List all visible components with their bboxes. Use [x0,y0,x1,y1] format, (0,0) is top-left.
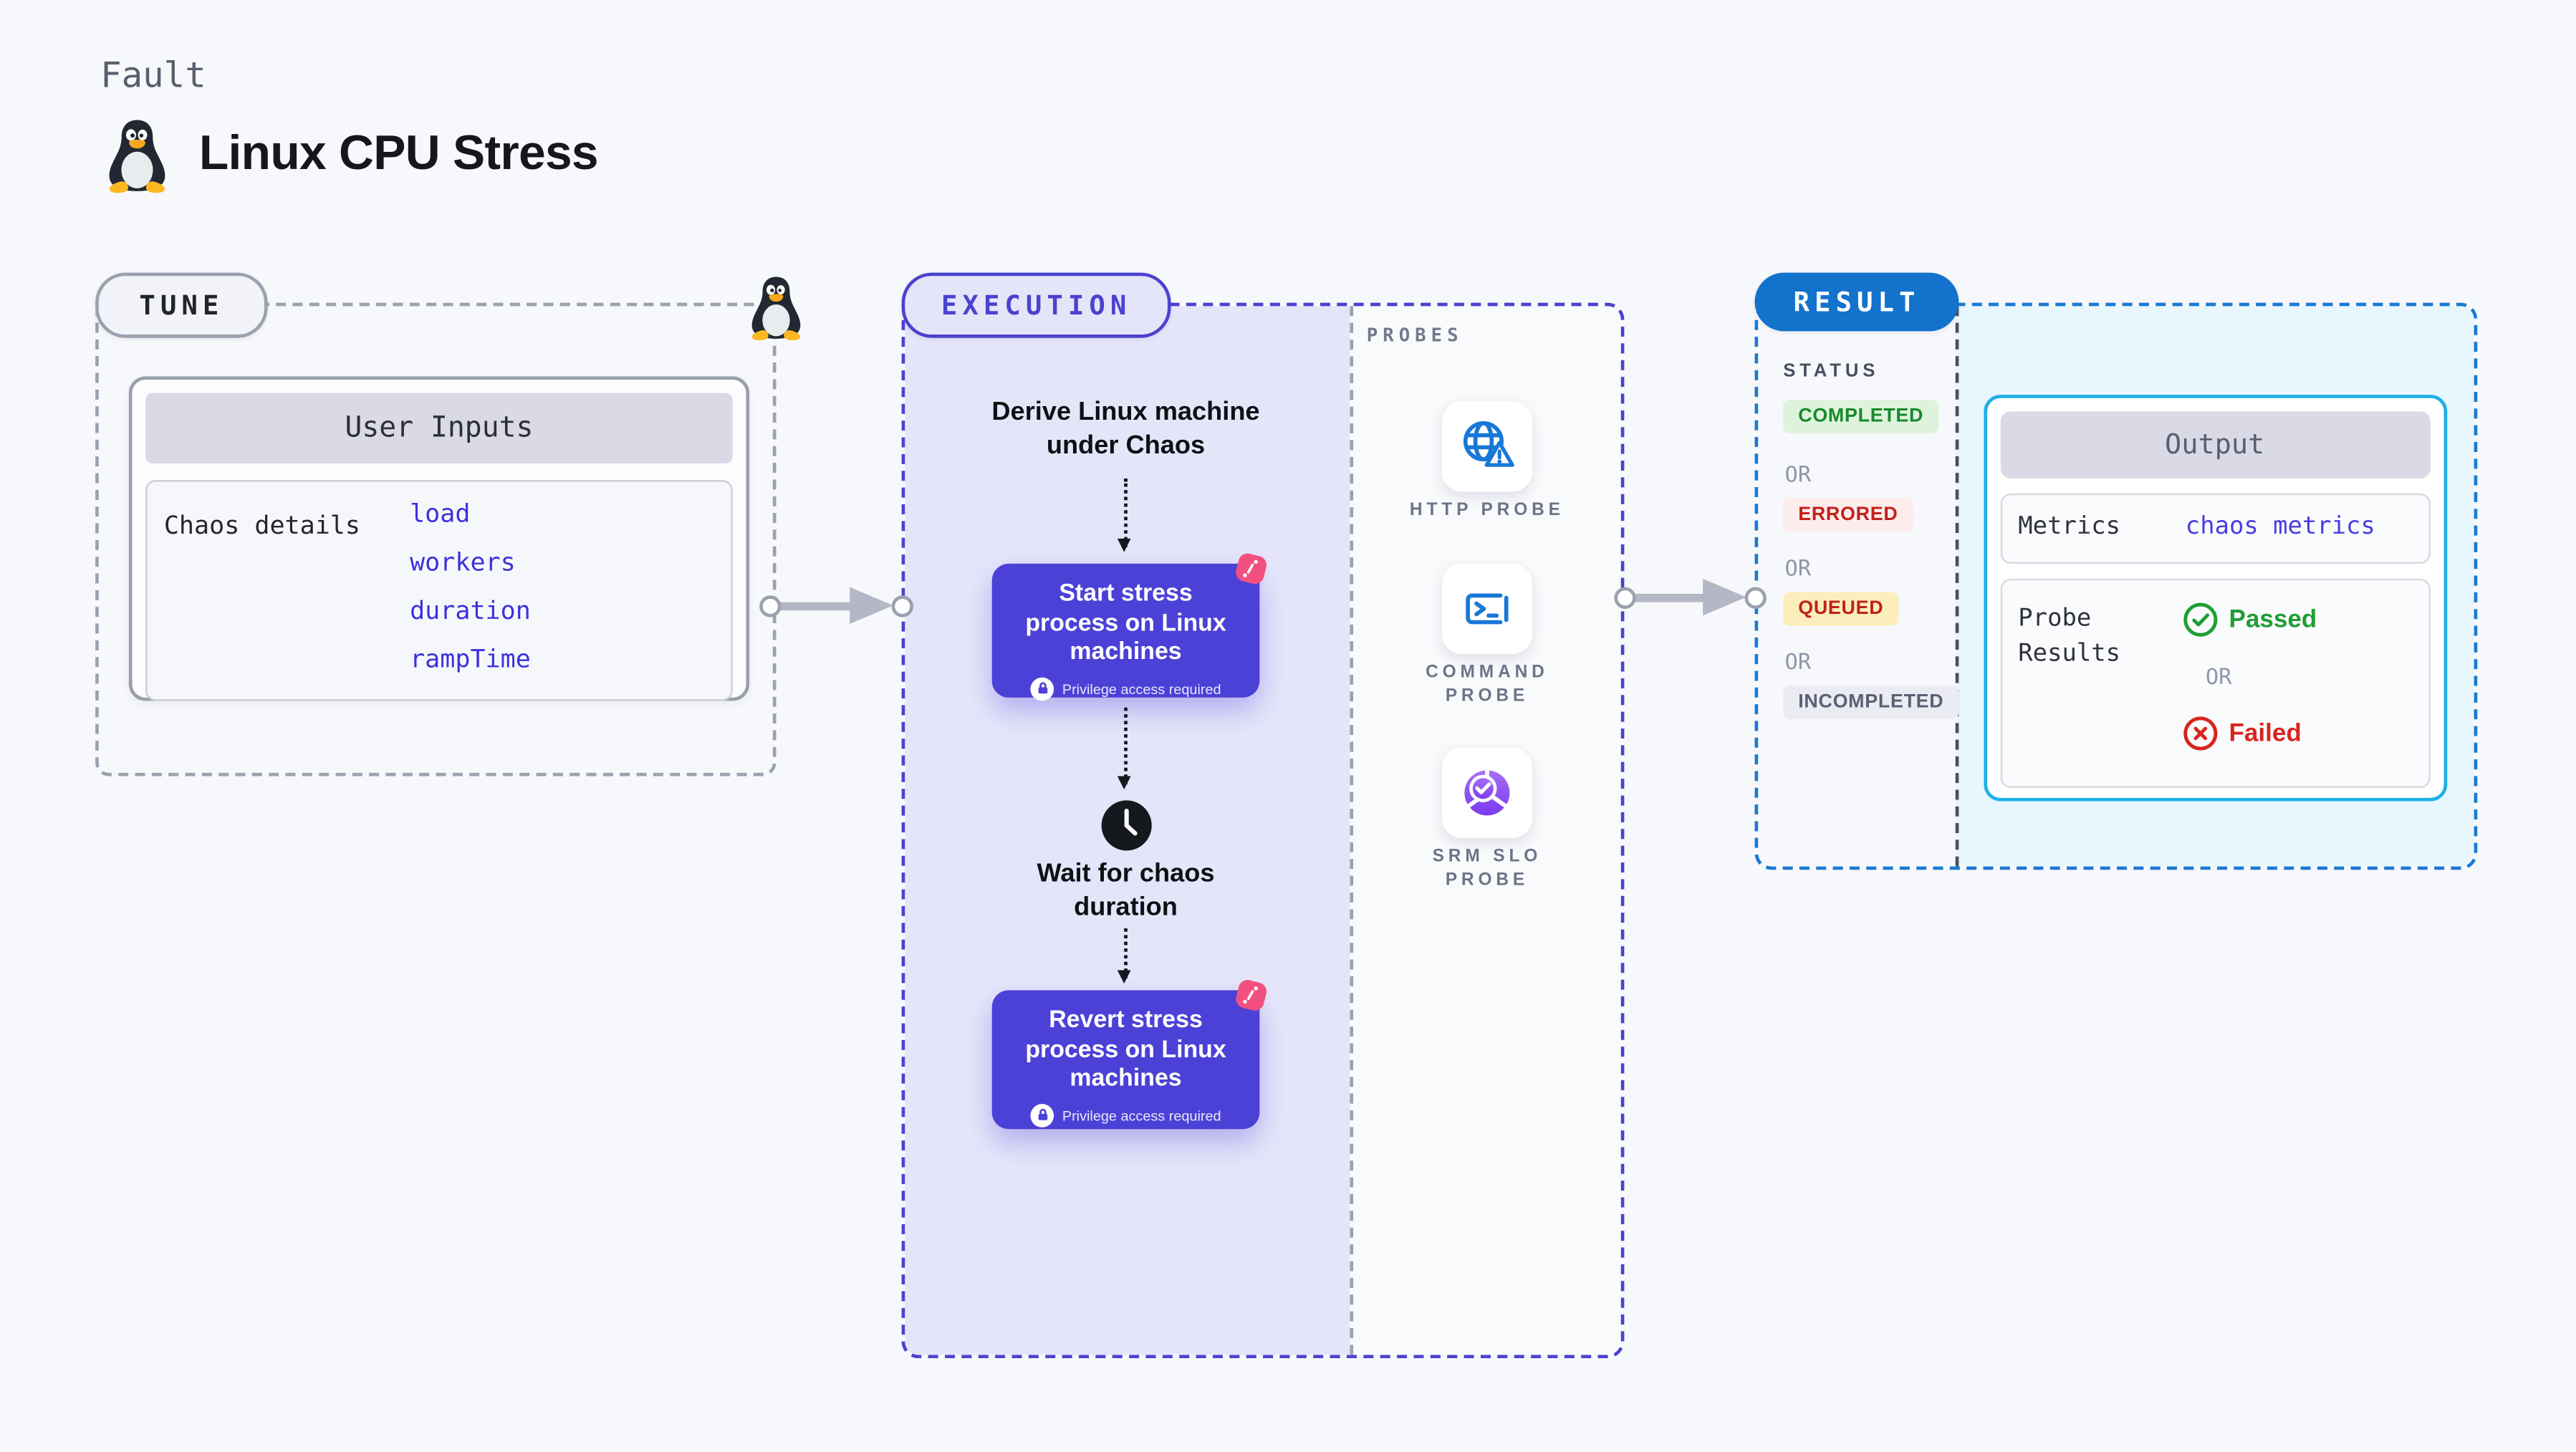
connector-port-dot [890,595,913,617]
status-title: STATUS [1783,361,1880,382]
execution-section-box: Derive Linux machine under Chaos Start s… [901,302,1625,1359]
metrics-row: Metrics chaos metrics [1999,492,2430,563]
revert-stress-step-title: Revert stress process on Linux machines [1025,1006,1226,1092]
or-separator: OR [1784,463,1812,489]
chaos-details-label: Chaos details [163,510,360,541]
srm-slo-probe-card[interactable] [1441,747,1532,838]
check-circle-icon [2183,602,2217,636]
tune-section-box [95,302,777,777]
globe-warning-icon [1463,420,1514,467]
or-separator: OR [2205,665,2232,691]
derive-step-label: Derive Linux machine under Chaos [991,398,1260,459]
or-separator: OR [1784,650,1812,676]
command-probe-card[interactable] [1441,563,1532,655]
http-probe-label: HTTP PROBE [1409,500,1565,521]
connector-port-dot [759,595,782,617]
lock-icon [1030,676,1054,701]
status-badge-errored: ERRORED [1783,498,1913,532]
flow-connector-line [774,601,867,610]
probe-result-failed: Failed [2182,715,2302,750]
arrowhead-icon [850,587,893,624]
revert-stress-step-node[interactable]: Revert stress process on Linux machines … [991,990,1260,1130]
status-badge-queued: QUEUED [1783,592,1899,626]
output-title: Output [1999,410,2430,478]
page-title: Linux CPU Stress [198,127,599,181]
arrowhead-icon [1703,578,1746,616]
chaos-metrics-link[interactable]: chaos metrics [2185,512,2375,540]
down-arrow-icon [1117,928,1131,984]
privilege-note: Privilege access required [1062,1106,1221,1124]
wait-step-label: Wait for chaos duration [1037,860,1215,921]
lock-icon [1030,1102,1054,1127]
input-link-workers[interactable]: workers [410,547,516,577]
probes-title: PROBES [1366,324,1464,347]
http-probe-card[interactable] [1441,401,1532,492]
failed-label: Failed [2229,718,2302,747]
x-circle-icon [2183,716,2217,750]
input-link-ramptime[interactable]: rampTime [410,644,531,675]
tune-section-pill: TUNE [95,272,268,338]
result-section-pill: RESULT [1754,272,1959,332]
privilege-note: Privilege access required [1062,680,1221,697]
slo-donut-check-icon [1464,769,1510,816]
status-badge-completed: COMPLETED [1783,400,1939,433]
or-separator: OR [1784,557,1812,582]
connector-port-dot [1613,586,1635,608]
probe-result-passed: Passed [2182,601,2317,636]
input-link-load[interactable]: load [410,498,471,529]
user-inputs-card: User Inputs Chaos details load workers d… [128,376,750,701]
command-probe-label: COMMAND PROBE [1426,662,1549,706]
status-badge-incompleted: INCOMPLETED [1783,686,1959,720]
start-stress-step-title: Start stress process on Linux machines [1025,580,1226,666]
srm-slo-probe-label: SRM SLO PROBE [1432,846,1542,890]
passed-label: Passed [2229,605,2317,633]
terminal-icon [1466,593,1509,625]
start-stress-step-node[interactable]: Start stress process on Linux machines P… [991,563,1260,701]
probe-results-label: Probe Results [2018,605,2120,667]
down-arrow-icon [1117,707,1131,790]
down-arrow-icon [1117,478,1131,552]
fault-eyebrow-label: Fault [100,55,206,96]
connector-port-dot [1744,586,1766,608]
probe-results-row: Probe Results Passed OR Failed [1999,577,2430,787]
input-link-duration[interactable]: duration [410,595,531,626]
user-inputs-rows: Chaos details load workers duration ramp… [145,480,733,701]
chaos-scenario-icon [1236,553,1267,585]
clock-icon [1100,799,1151,850]
tux-penguin-icon [751,277,801,341]
output-card: Output Metrics chaos metrics Probe Resul… [1983,393,2447,801]
flow-connector-line [1628,593,1711,602]
result-section-box: STATUS COMPLETED OR ERRORED OR QUEUED OR… [1754,302,2478,870]
chaos-scenario-icon [1236,980,1267,1011]
user-inputs-title: User Inputs [145,393,733,463]
tux-penguin-icon [109,120,165,193]
execution-section-pill: EXECUTION [901,272,1171,338]
metrics-label: Metrics [2018,512,2120,540]
